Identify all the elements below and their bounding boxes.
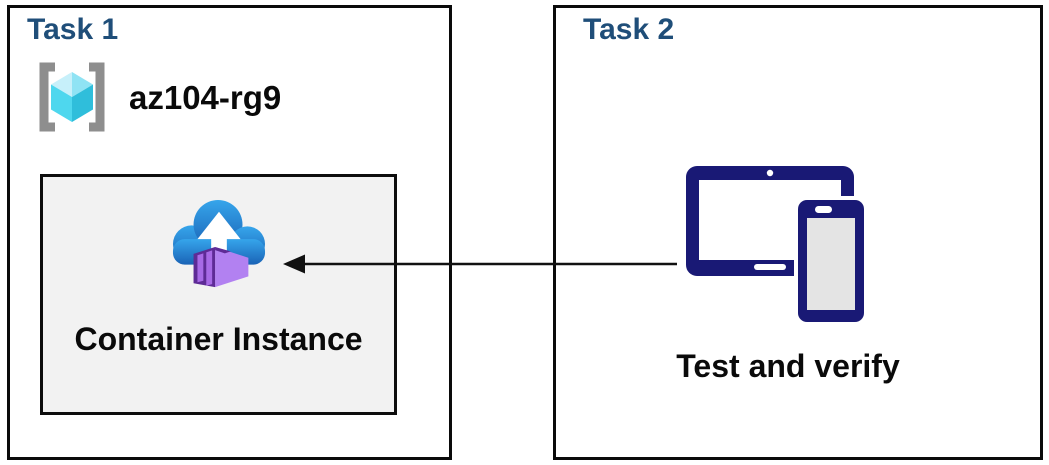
resource-group-icon xyxy=(39,62,105,132)
test-and-verify-label: Test and verify xyxy=(676,348,900,384)
resource-group-name: az104-rg9 xyxy=(129,79,282,116)
container-shape xyxy=(193,246,249,288)
container-instance-icon xyxy=(172,199,266,288)
container-instance-label: Container Instance xyxy=(74,321,363,357)
task1-title: Task 1 xyxy=(27,13,119,46)
tablet-and-phone-icon xyxy=(686,166,868,326)
task2-title: Task 2 xyxy=(583,13,675,46)
phone-shape xyxy=(794,196,868,326)
container-instance-box xyxy=(40,174,397,415)
